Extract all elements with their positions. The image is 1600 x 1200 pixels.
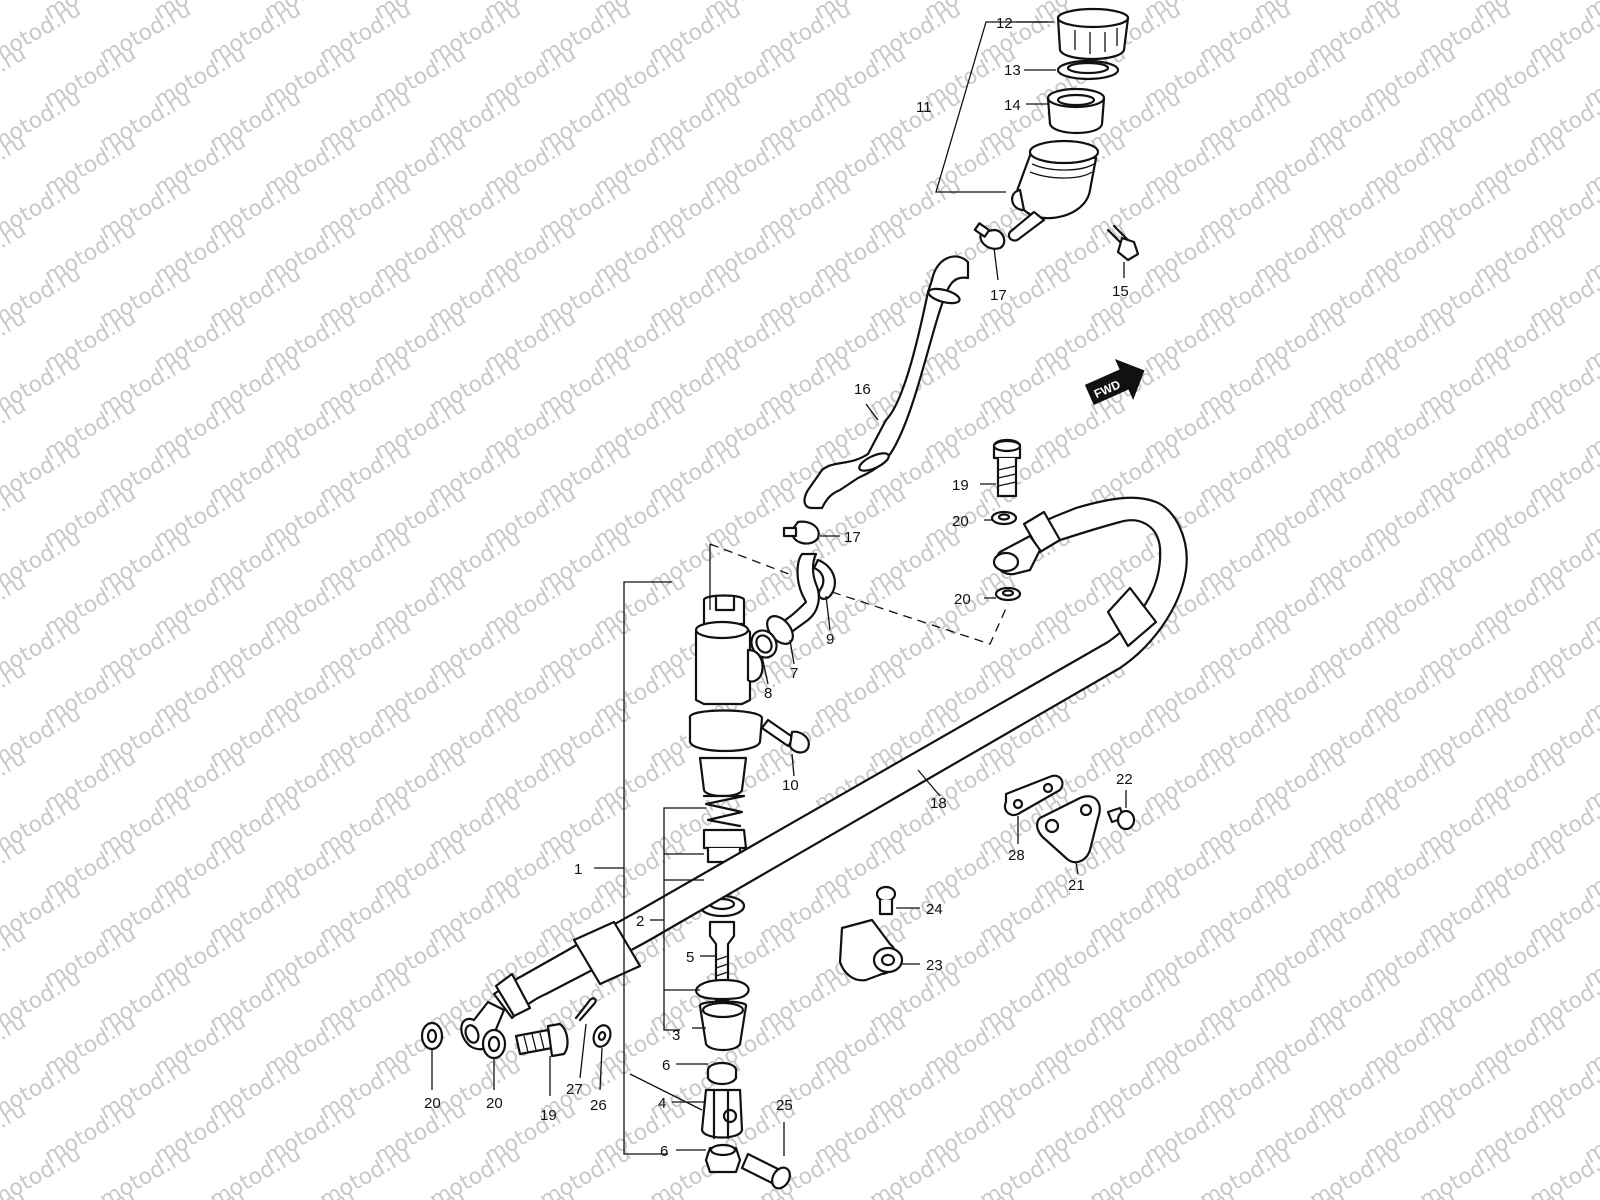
watermark-text: motod.ru: [426, 1141, 526, 1200]
callout-19a: 19: [952, 477, 969, 494]
watermark-text: motod.ru: [811, 1185, 911, 1200]
watermark-text: motod.ru: [96, 1141, 196, 1200]
watermark-text: motod.ru: [536, 1141, 636, 1200]
boot-snap-ring: [695, 978, 750, 1001]
callout-26: 26: [590, 1097, 607, 1114]
watermark-text: motod.ru: [1361, 1185, 1461, 1200]
watermark-text: motod.ru: [371, 1185, 471, 1200]
pin-washer: [592, 1024, 612, 1048]
joint-circlip: [812, 558, 836, 600]
callout-22: 22: [1116, 771, 1133, 788]
watermark-text: motod.ru: [866, 1141, 966, 1200]
watermark-text: motod.ru: [1086, 1141, 1186, 1200]
callout-7: 7: [790, 665, 798, 682]
callout-3: 3: [672, 1027, 680, 1044]
watermark-text: motod.ru: [1306, 1141, 1406, 1200]
watermark-text: motod.ru: [921, 1185, 1021, 1200]
callout-13: 13: [1004, 62, 1021, 79]
reservoir-body: [1007, 139, 1100, 242]
hose-clamp-lower: [782, 520, 820, 545]
watermark-text: motod.ru: [41, 1185, 141, 1200]
callout-21: 21: [1068, 877, 1085, 894]
diaphragm: [1046, 87, 1106, 134]
lock-nut-upper: [706, 1061, 738, 1086]
clevis: [700, 1088, 744, 1140]
watermark-text: motod.ru: [1416, 1141, 1516, 1200]
watermark-text: motod.ru: [316, 1141, 416, 1200]
hose-banjo-upper: [992, 534, 1042, 576]
sealing-washer-lower-b: [481, 1028, 507, 1060]
callout-labels: 1 2 3 4 5 6 6 7 8 9 10 11 12 13 14 15 16…: [424, 15, 1133, 1160]
callout-15: 15: [1112, 283, 1129, 300]
callout-23: 23: [926, 957, 943, 974]
mounting-bolt: [760, 718, 810, 754]
callout-17b: 17: [844, 529, 861, 546]
callout-9: 9: [826, 631, 834, 648]
watermark-text: motod.ru: [976, 1141, 1076, 1200]
assembly-guidelines: [709, 543, 1009, 645]
guide-screw: [1106, 806, 1136, 831]
sealing-washer-upper-b: [994, 586, 1022, 602]
watermark-text: motod.ru: [151, 1185, 251, 1200]
callout-20b: 20: [954, 591, 971, 608]
callout-18: 18: [930, 795, 947, 812]
watermark-text: motod.ru: [481, 1185, 581, 1200]
union-bolt-upper: [992, 438, 1022, 498]
leader-lines: [431, 21, 1127, 1156]
watermark-text: motod.ru: [261, 1185, 361, 1200]
watermark-text: motod.ru: [1141, 1185, 1241, 1200]
cap-plate: [1056, 59, 1120, 81]
callout-2: 2: [636, 913, 644, 930]
callout-25: 25: [776, 1097, 793, 1114]
callout-1: 1: [574, 861, 582, 878]
watermark-text: motod.ru: [1031, 1185, 1131, 1200]
master-cylinder-body: [688, 594, 764, 798]
callout-19b: 19: [540, 1107, 557, 1124]
reservoir-bolt: [1106, 224, 1140, 262]
cotter-pin: [574, 997, 597, 1022]
watermark-text: motod.ru: [1581, 1185, 1600, 1200]
sealing-washer-upper-a: [990, 510, 1018, 526]
watermark-text: motod.ru: [701, 1185, 801, 1200]
watermark-text: motod.ru: [206, 1141, 306, 1200]
reservoir-cover: [838, 918, 904, 982]
callout-20a: 20: [952, 513, 969, 530]
callout-20c: 20: [424, 1095, 441, 1112]
callout-17a: 17: [990, 287, 1007, 304]
callout-24: 24: [926, 901, 943, 918]
callout-6b: 6: [660, 1143, 668, 1160]
watermark-text: motod.ru: [1251, 1185, 1351, 1200]
callout-27: 27: [566, 1081, 583, 1098]
callout-6a: 6: [662, 1057, 670, 1074]
callout-10: 10: [782, 777, 799, 794]
callout-20d: 20: [486, 1095, 503, 1112]
callout-5: 5: [686, 949, 694, 966]
watermark-text: motod.ru: [1196, 1141, 1296, 1200]
watermark-text: motod.ru: [591, 1185, 691, 1200]
sealing-washer-lower-a: [420, 1021, 444, 1051]
piston-spring: [702, 794, 746, 828]
hose-clamp-upper: [973, 222, 1006, 250]
union-bolt-lower: [514, 1022, 569, 1058]
callout-11: 11: [916, 99, 932, 116]
lock-nut-lower: [704, 1143, 742, 1174]
watermark-text: motod.ru: [1471, 1185, 1571, 1200]
forward-direction-arrow: FWD: [1084, 359, 1145, 406]
clevis-pin: [740, 1152, 791, 1190]
callout-4: 4: [658, 1095, 666, 1112]
callout-12: 12: [996, 15, 1013, 32]
watermark-text: motod.ru: [0, 0, 30, 25]
callout-16: 16: [854, 381, 871, 398]
dust-boot: [698, 1000, 748, 1052]
reservoir-cap: [1056, 7, 1130, 61]
guide-plate: [1003, 774, 1064, 817]
callout-8: 8: [764, 685, 772, 702]
cover-screw: [875, 885, 897, 916]
hose-guide: [1036, 795, 1101, 864]
callout-28: 28: [1008, 847, 1025, 864]
callout-14: 14: [1004, 97, 1021, 114]
reservoir-hose: [803, 255, 970, 510]
